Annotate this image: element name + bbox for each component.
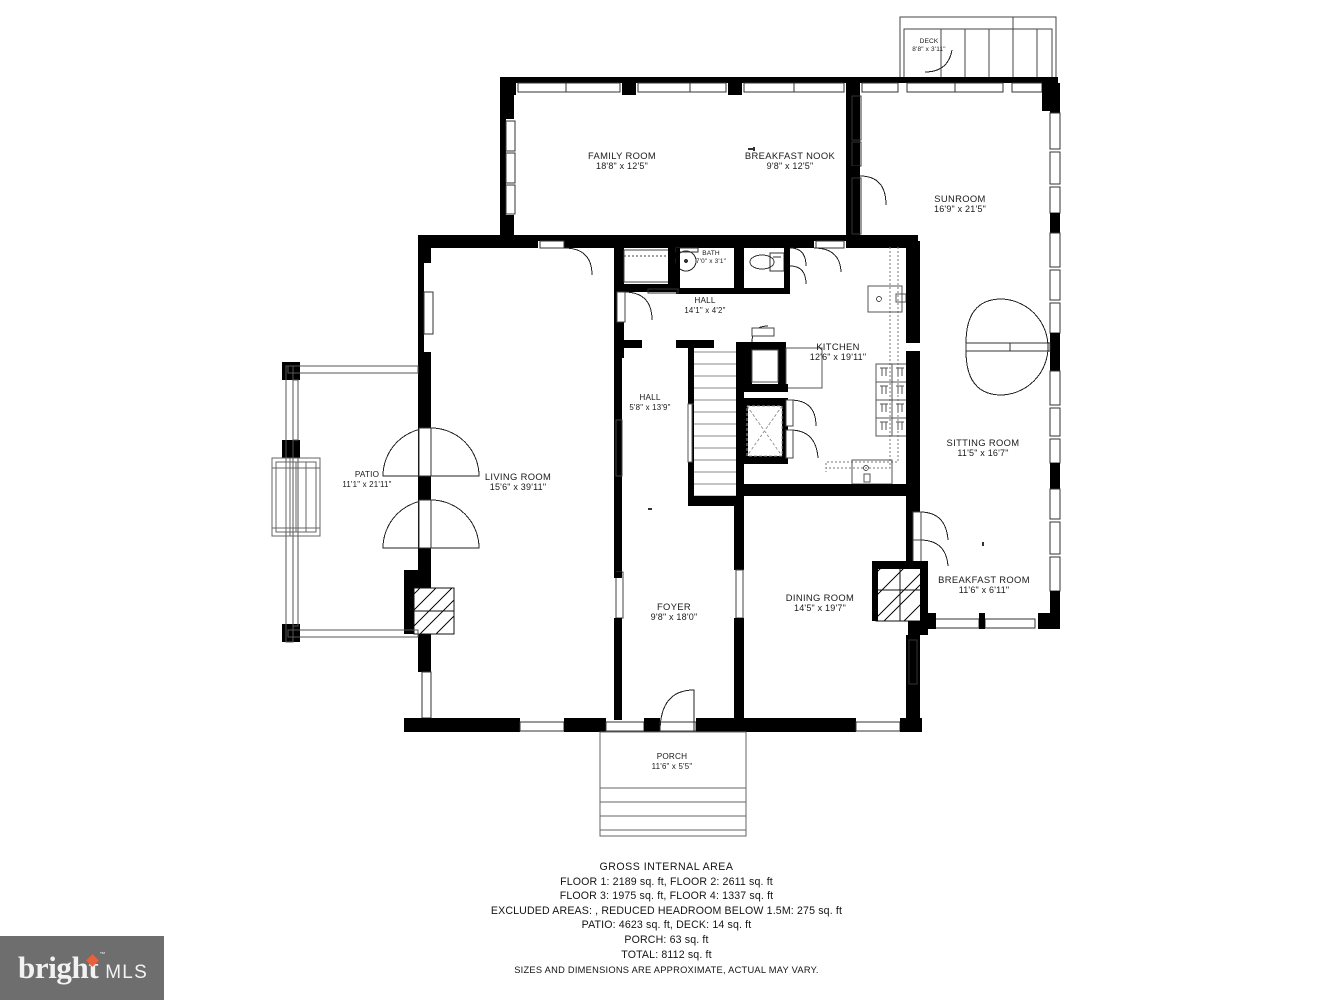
chimney-hatch bbox=[872, 561, 928, 622]
porch-structure bbox=[599, 731, 747, 837]
plan-geometry bbox=[271, 16, 1061, 837]
area-summary-line-4: PATIO: 4623 sq. ft, DECK: 14 sq. ft bbox=[581, 919, 752, 932]
logo-wordmark: bright ™ bbox=[18, 950, 106, 986]
area-summary-line-5: PORCH: 63 sq. ft bbox=[624, 933, 709, 946]
area-summary: GROSS INTERNAL AREA FLOOR 1: 2189 sq. ft… bbox=[0, 860, 1333, 978]
area-summary-heading: GROSS INTERNAL AREA bbox=[599, 861, 734, 873]
patio-structure bbox=[271, 362, 419, 643]
logo-suffix: MLS bbox=[105, 962, 148, 983]
logo-wordmark-text: bright bbox=[18, 950, 99, 985]
area-summary-line-3: EXCLUDED AREAS: , REDUCED HEADROOM BELOW… bbox=[490, 904, 843, 917]
area-summary-disclaimer: SIZES AND DIMENSIONS ARE APPROXIMATE, AC… bbox=[514, 965, 819, 976]
trademark-icon: ™ bbox=[99, 952, 106, 958]
area-summary-line-1: FLOOR 1: 2189 sq. ft, FLOOR 2: 2611 sq. … bbox=[560, 875, 773, 888]
bright-mls-logo: bright ™ MLS bbox=[0, 936, 164, 1000]
kitchen-counter bbox=[825, 247, 899, 472]
area-summary-line-6: TOTAL: 8112 sq. ft bbox=[621, 948, 712, 961]
fireplace-hatch bbox=[413, 587, 455, 635]
area-summary-line-2: FLOOR 3: 1975 sq. ft, FLOOR 4: 1337 sq. … bbox=[559, 890, 774, 903]
